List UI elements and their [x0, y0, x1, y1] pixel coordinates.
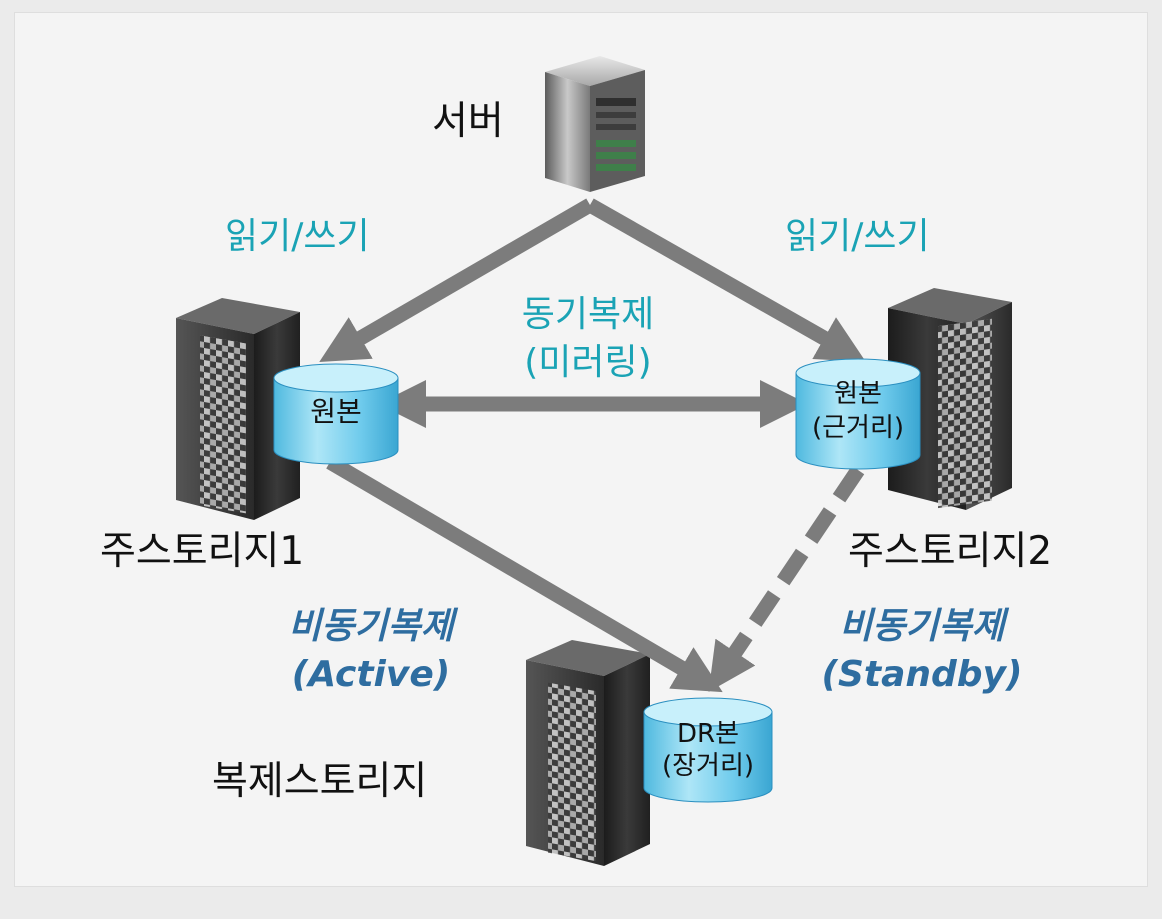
- volume-original-label: 원본: [310, 395, 362, 428]
- arrows: [319, 198, 866, 693]
- volume-near-cylinder: [795, 358, 921, 470]
- volume-dr-cylinder: [643, 697, 773, 803]
- volume-near-label-line2: (근거리): [811, 413, 905, 443]
- volume-original-cylinder: [273, 363, 399, 465]
- server-icon: [545, 56, 645, 192]
- sync-replication-label: 동기복제: [521, 294, 655, 335]
- arrow-server-to-storage1: [319, 198, 594, 363]
- volume-dr-label-line1: DR본: [676, 719, 739, 749]
- arrow-async-active: [326, 455, 723, 693]
- replica-storage-label: 복제스토리지: [212, 759, 428, 804]
- sync-mirroring-label: (미러링): [524, 342, 652, 383]
- arrow-server-to-storage2: [586, 198, 866, 362]
- primary-storage-2-label: 주스토리지2: [848, 529, 1053, 574]
- storage-tower-2-icon: [888, 288, 1012, 510]
- async-standby-label-line1: 비동기복제: [839, 606, 1005, 647]
- arrow-async-standby: [708, 465, 865, 692]
- read-write-left-label: 읽기/쓰기: [225, 216, 370, 257]
- volume-near-label-line1: 원본: [834, 379, 882, 409]
- async-active-label-line1: 비동기복제: [288, 606, 454, 647]
- replica-tower-icon: [526, 640, 650, 866]
- read-write-right-label: 읽기/쓰기: [785, 216, 930, 257]
- server-label: 서버: [432, 99, 504, 144]
- primary-storage-1-label: 주스토리지1: [100, 529, 305, 574]
- async-standby-label-line2: (Standby): [821, 654, 1023, 695]
- async-active-label-line2: (Active): [291, 654, 451, 695]
- volume-dr-label-line2: (장거리): [661, 751, 755, 781]
